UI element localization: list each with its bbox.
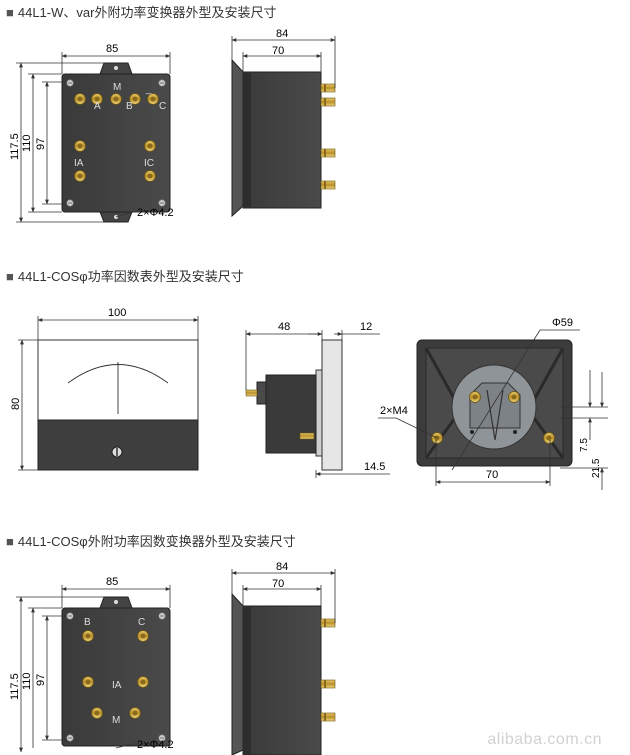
dim-meter-depth: 48	[278, 321, 290, 333]
dim-width: 85	[106, 43, 118, 55]
converter-1-side	[231, 58, 336, 218]
converter-2-side	[231, 592, 336, 755]
dim-bore: Φ59	[552, 317, 573, 329]
terminal-label: C	[138, 617, 145, 628]
dim-b: 21.5	[591, 458, 602, 478]
meter-side	[245, 339, 343, 471]
label-m: M	[112, 715, 120, 726]
dim-meter-offset: 14.5	[364, 461, 385, 473]
converter-2-dimensions	[16, 585, 171, 753]
dim-height-outer: 117.5	[9, 673, 21, 700]
dim-meter-flange: 12	[360, 321, 372, 333]
terminal-label: C	[159, 101, 166, 112]
terminal-label: B	[84, 617, 91, 628]
section-3-title: ■44L1-COSφ外附功率因数变换器外型及安装尺寸	[6, 534, 296, 549]
dim-a: 7.5	[579, 438, 590, 452]
section-2-title: ■44L1-COSφ功率因数表外型及安装尺寸	[6, 269, 244, 284]
converter-1-side-dims	[231, 36, 336, 88]
converter-2-front: B C IA M	[61, 596, 171, 747]
dim-height-outer: 117.5	[9, 133, 21, 160]
meter-front-dims	[18, 316, 199, 471]
dim-spacing: 70	[486, 469, 498, 481]
dim-meter-width: 100	[108, 307, 126, 319]
meter-back-dims	[378, 329, 608, 490]
dim-depth-outer: 84	[276, 561, 288, 573]
bullet-icon: ■	[6, 5, 14, 20]
label-ia: IA	[112, 680, 122, 691]
meter-side-dims	[245, 330, 390, 478]
dim-mount: 2×Φ4.2	[137, 739, 174, 751]
converter-2-side-dims	[231, 569, 336, 623]
dim-meter-height: 80	[10, 398, 22, 410]
watermark: alibaba.com.cn	[487, 731, 602, 748]
terminal-label: _	[145, 84, 152, 95]
label-ia: IA	[74, 158, 84, 169]
converter-1-front: A M B _ C IA IC	[61, 62, 171, 223]
dim-depth-inner: 70	[272, 578, 284, 590]
bullet-icon: ■	[6, 269, 14, 284]
dim-depth-inner: 70	[272, 45, 284, 57]
section-1-title: ■44L1-W、var外附功率变换器外型及安装尺寸	[6, 5, 277, 20]
terminal-label: A	[94, 101, 101, 112]
dim-height-inner: 97	[35, 674, 47, 686]
dim-mount: 2×Φ4.2	[137, 207, 174, 219]
bullet-icon: ■	[6, 534, 14, 549]
dim-height-inner: 97	[35, 138, 47, 150]
converter-1-dimensions	[16, 52, 171, 223]
dim-depth-outer: 84	[276, 28, 288, 40]
label-ic: IC	[144, 158, 154, 169]
terminal-label: M	[113, 82, 121, 93]
dim-screws: 2×M4	[380, 405, 408, 417]
meter-front	[37, 339, 199, 471]
terminal-label: B	[126, 101, 133, 112]
dim-height-mid: 110	[21, 134, 33, 152]
dim-height-mid: 110	[21, 672, 33, 690]
dim-width: 85	[106, 576, 118, 588]
